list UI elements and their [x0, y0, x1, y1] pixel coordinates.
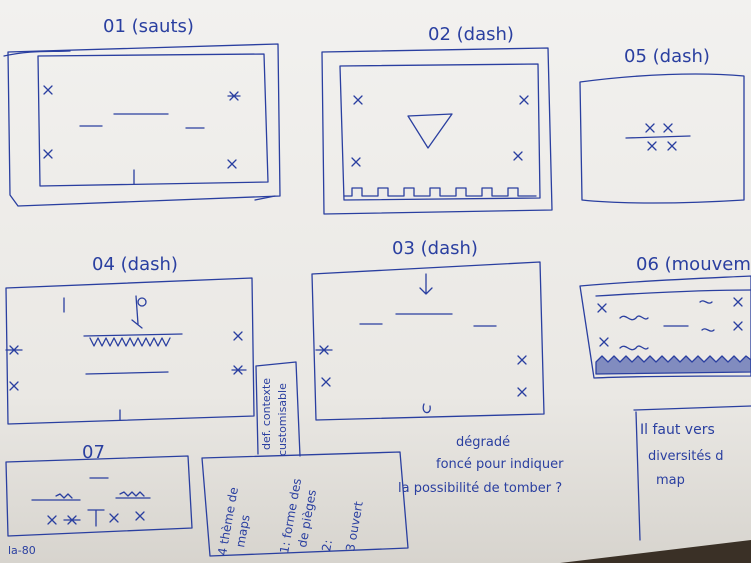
custom-note: def. contexte customisable [260, 378, 289, 456]
sketch-06: 06 (mouvem [579, 254, 751, 379]
sketch-07-label: 07 [82, 442, 105, 463]
gradient-note: dégradé foncé pour indiquer la possibili… [398, 435, 564, 496]
note-right-3: map [656, 473, 685, 488]
note-list-5: 2: [319, 539, 335, 553]
note-custom-2: customisable [276, 383, 289, 456]
sketch-01: 01 (sauts) [3, 16, 281, 207]
sketch-01-label: 01 (sauts) [103, 16, 194, 37]
note-right-2: diversités d [648, 449, 724, 464]
note-gradient-3: la possibilité de tomber ? [398, 481, 562, 496]
sketch-04: 04 (dash) [5, 254, 255, 425]
notes-box-themes [201, 451, 409, 557]
corner-note: la-80 [8, 544, 36, 557]
sketch-04-label: 04 (dash) [92, 254, 178, 275]
note-right-1: Il faut vers [640, 422, 715, 438]
sketch-06-label: 06 (mouvem [636, 254, 751, 275]
sketch-07: 07 [5, 442, 193, 537]
note-list-2: maps [233, 514, 253, 549]
note-gradient-1: dégradé [456, 435, 510, 450]
note-gradient-2: foncé pour indiquer [436, 457, 564, 472]
sketch-05: 05 (dash) [579, 46, 745, 204]
sketch-03-label: 03 (dash) [392, 238, 478, 259]
table-edge [560, 540, 751, 563]
sketch-02-label: 02 (dash) [428, 24, 514, 45]
notes-box-right [633, 405, 751, 541]
sketch-03: 03 (dash) [311, 238, 545, 421]
note-custom-1: def. contexte [260, 378, 273, 450]
sketch-05-label: 05 (dash) [624, 46, 710, 67]
sketch-02: 02 (dash) [321, 24, 553, 215]
right-note: Il faut vers diversités d map [640, 422, 724, 488]
notes-box-custom [255, 361, 301, 457]
